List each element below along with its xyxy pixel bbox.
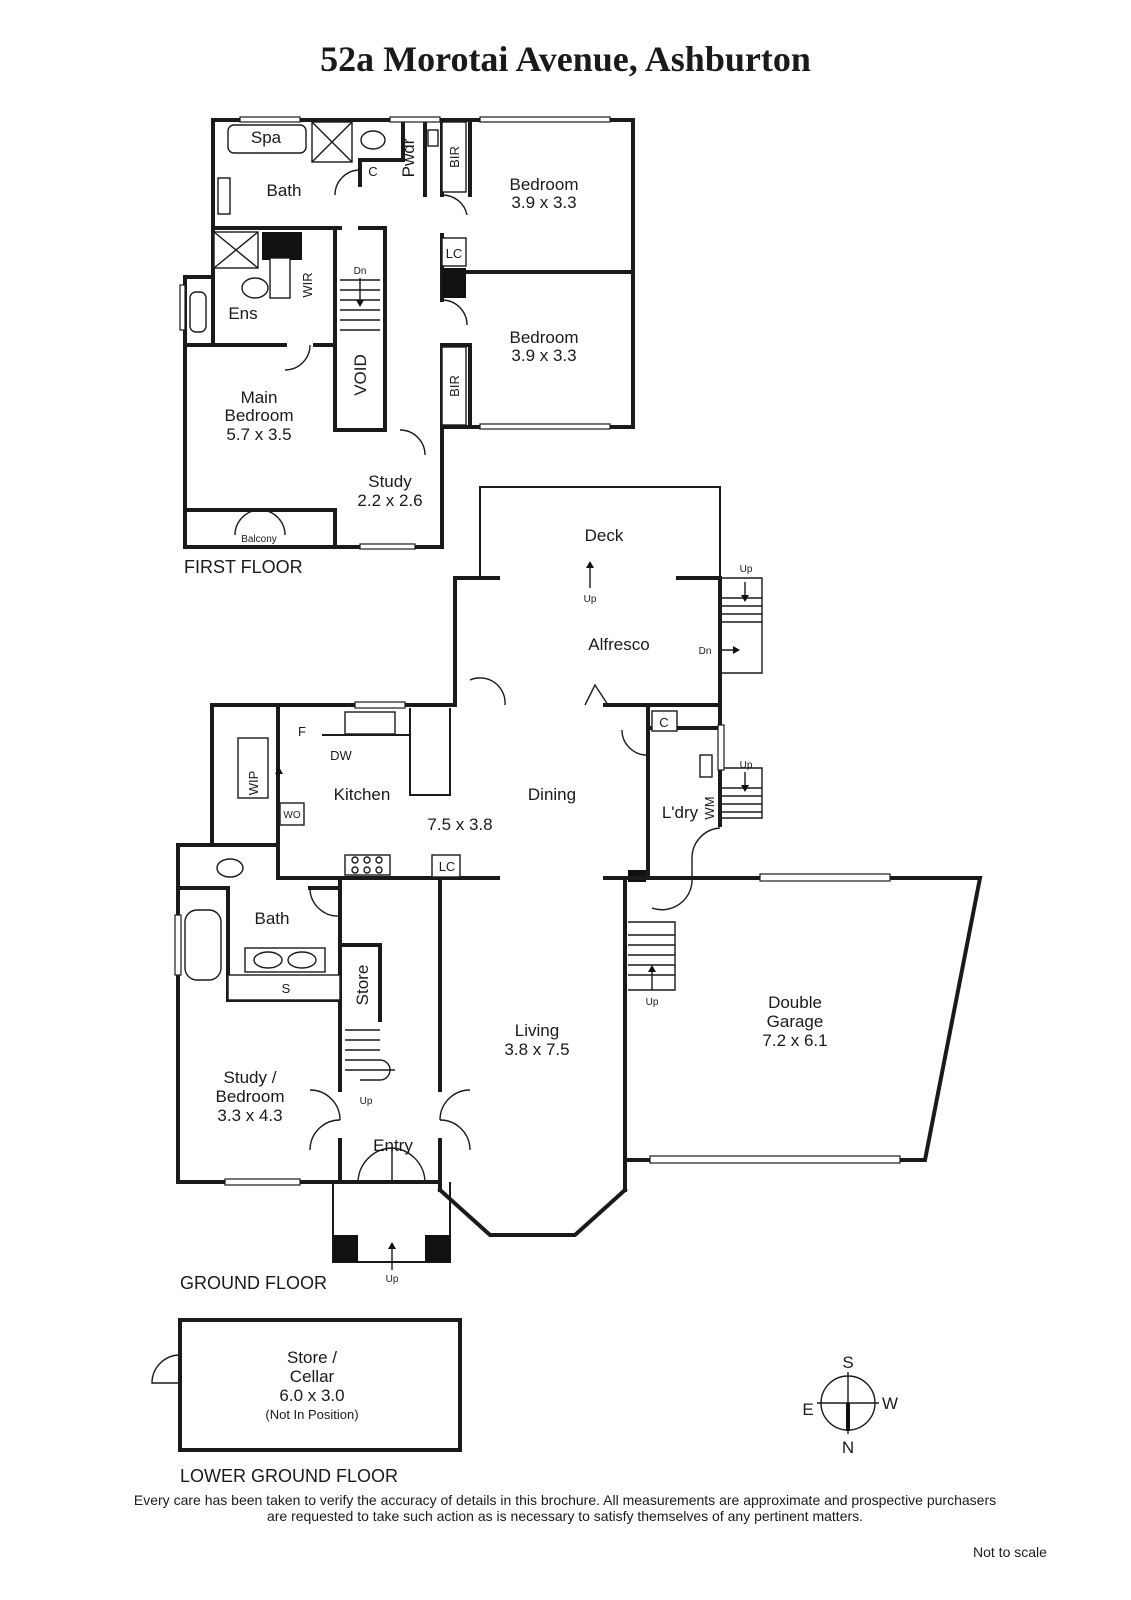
- compass-east: E: [802, 1400, 813, 1419]
- compass: S N E W: [802, 1353, 898, 1457]
- kitchen-dining-dimensions: 7.5 x 3.8: [427, 815, 492, 834]
- bedroom-2-name: Bedroom: [510, 175, 579, 194]
- disclaimer: Every care has been taken to verify the …: [20, 1492, 1110, 1524]
- scale-note: Not to scale: [973, 1544, 1047, 1560]
- study-name: Study: [368, 472, 412, 491]
- deck-label: Deck: [585, 526, 624, 545]
- dishwasher-label: DW: [330, 748, 352, 763]
- dining-label: Dining: [528, 785, 576, 804]
- compass-north: N: [842, 1438, 854, 1457]
- first-floor-stairs: [340, 278, 380, 331]
- garage-line1: Double: [768, 993, 822, 1012]
- bir-bottom-label: BIR: [447, 375, 462, 397]
- study-bedroom-dimensions: 3.3 x 4.3: [217, 1106, 282, 1125]
- main-bedroom-line1: Main: [241, 388, 278, 407]
- wip-label: WIP: [246, 771, 261, 796]
- disclaimer-line1: Every care has been taken to verify the …: [133, 1492, 997, 1508]
- cellar-note: (Not In Position): [265, 1407, 358, 1422]
- lower-ground-floor-heading: LOWER GROUND FLOOR: [180, 1466, 398, 1486]
- cellar-line2: Cellar: [290, 1367, 335, 1386]
- ensuite-label: Ens: [228, 304, 257, 323]
- lower-ground-floor-plan: Store / Cellar 6.0 x 3.0 (Not In Positio…: [151, 1318, 462, 1486]
- ground-bath-label: Bath: [255, 909, 290, 928]
- entry-stairs-up-label: Up: [360, 1096, 373, 1107]
- stairs-down-label: Dn: [354, 266, 367, 277]
- main-bedroom-line2: Bedroom: [225, 406, 294, 425]
- main-bedroom-dimensions: 5.7 x 3.5: [226, 425, 291, 444]
- alfresco-label: Alfresco: [588, 635, 649, 654]
- laundry-label: L'dry: [662, 803, 699, 822]
- page-title: 52a Morotai Avenue, Ashburton: [320, 39, 811, 79]
- ground-linen-label: LC: [439, 859, 456, 874]
- ground-cupboard-label: C: [659, 715, 668, 730]
- garage-line2: Garage: [767, 1012, 824, 1031]
- first-floor-heading: FIRST FLOOR: [184, 557, 303, 577]
- shelf-label: S: [282, 981, 291, 996]
- store-label: Store: [353, 965, 372, 1006]
- study-bedroom-line1: Study /: [224, 1068, 277, 1087]
- bedroom-2-dimensions: 3.9 x 3.3: [511, 193, 576, 212]
- entry-up-label: Up: [386, 1274, 399, 1285]
- compass-south: S: [842, 1353, 853, 1372]
- ground-floor-heading: GROUND FLOOR: [180, 1273, 327, 1293]
- bedroom-3-name: Bedroom: [510, 328, 579, 347]
- disclaimer-line2: are requested to take such action as is …: [266, 1508, 864, 1524]
- living-label: Living: [515, 1021, 559, 1040]
- alfresco-up-label: Up: [740, 564, 753, 575]
- fridge-label: F: [298, 724, 306, 739]
- balcony-label: Balcony: [241, 534, 277, 545]
- wir-label: WIR: [300, 272, 315, 297]
- first-floor-plan: Spa Bath Pwdr C BIR Bedroom 3.9 x 3.3 LC…: [179, 116, 635, 577]
- study-bedroom-line2: Bedroom: [216, 1087, 285, 1106]
- compass-west: W: [882, 1394, 898, 1413]
- bedroom-3-dimensions: 3.9 x 3.3: [511, 346, 576, 365]
- cellar-dimensions: 6.0 x 3.0: [279, 1386, 344, 1405]
- laundry-up-label: Up: [740, 760, 753, 771]
- wall-oven-label: WO: [283, 810, 300, 821]
- bath-label: Bath: [267, 181, 302, 200]
- spa-label: Spa: [251, 128, 282, 147]
- cupboard-label: C: [368, 164, 377, 179]
- cellar-line1: Store /: [287, 1348, 337, 1367]
- garage-dimensions: 7.2 x 6.1: [762, 1031, 827, 1050]
- living-dimensions: 3.8 x 7.5: [504, 1040, 569, 1059]
- deck-up-label: Up: [584, 594, 597, 605]
- bir-top-label: BIR: [447, 146, 462, 168]
- garage-up-label: Up: [646, 997, 659, 1008]
- entry-label: Entry: [373, 1136, 413, 1155]
- kitchen-label: Kitchen: [334, 785, 391, 804]
- ground-floor-plan: Deck Up Alfresco Up Dn F DW WIP WO Kitch…: [174, 486, 983, 1293]
- pwdr-label: Pwdr: [399, 138, 418, 177]
- washing-machine-label: WM: [702, 796, 717, 819]
- linen-cupboard-label: LC: [446, 246, 463, 261]
- study-dimensions: 2.2 x 2.6: [357, 491, 422, 510]
- void-label: VOID: [351, 354, 370, 396]
- alfresco-dn-label: Dn: [699, 646, 712, 657]
